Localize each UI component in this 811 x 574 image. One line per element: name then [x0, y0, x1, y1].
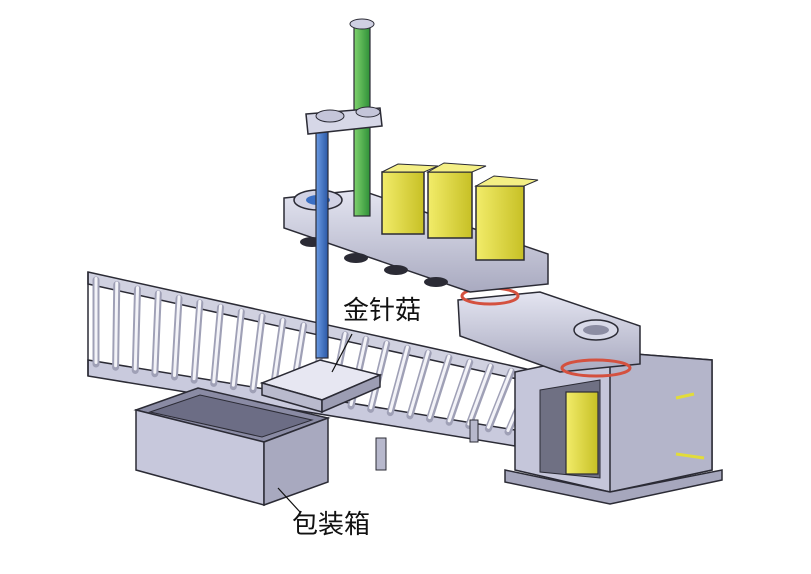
conveyor-rollers: [92, 276, 536, 436]
packing-box: [133, 387, 331, 507]
base-motor: [565, 391, 599, 475]
leader-line-mushroom: [331, 333, 353, 373]
robot-lower-arm: [457, 286, 641, 378]
conveyor-roller-highlight: [408, 350, 430, 416]
conveyor-roller-highlight: [251, 313, 264, 390]
leader-line-box: [277, 487, 301, 513]
conveyor-roller-highlight: [212, 304, 223, 384]
label-mushroom: 金针菇: [343, 296, 422, 326]
conveyor-roller-highlight: [192, 299, 202, 381]
conveyor-roller-highlight: [172, 295, 181, 377]
conveyor-roller-highlight: [428, 354, 451, 420]
robot-base: [504, 351, 723, 505]
label-packing-box: 包装箱: [292, 510, 371, 540]
conveyor-roller-highlight: [467, 363, 492, 426]
bearing: [344, 253, 368, 263]
conveyor-roller-highlight: [114, 281, 119, 368]
bearing: [424, 277, 448, 287]
motor: [474, 175, 539, 261]
bearing: [384, 265, 408, 275]
robot-upper-arm: [283, 189, 549, 293]
conveyor-leg: [375, 437, 387, 471]
motor: [426, 162, 487, 239]
vertical-rods: [305, 18, 383, 359]
conveyor-roller-highlight: [153, 290, 160, 374]
conveyor-roller-highlight: [486, 368, 513, 429]
blue-rod: [315, 119, 329, 359]
brake-ring: [560, 358, 632, 378]
mushroom-tray: [259, 359, 383, 414]
conveyor-leg: [469, 419, 479, 443]
conveyor-roller-highlight: [231, 309, 243, 387]
motor: [381, 163, 439, 235]
conveyor-roller-highlight: [388, 345, 409, 413]
conveyor-roller-highlight: [133, 286, 140, 371]
motors: [381, 162, 539, 261]
conveyor-roller-highlight: [447, 359, 472, 423]
